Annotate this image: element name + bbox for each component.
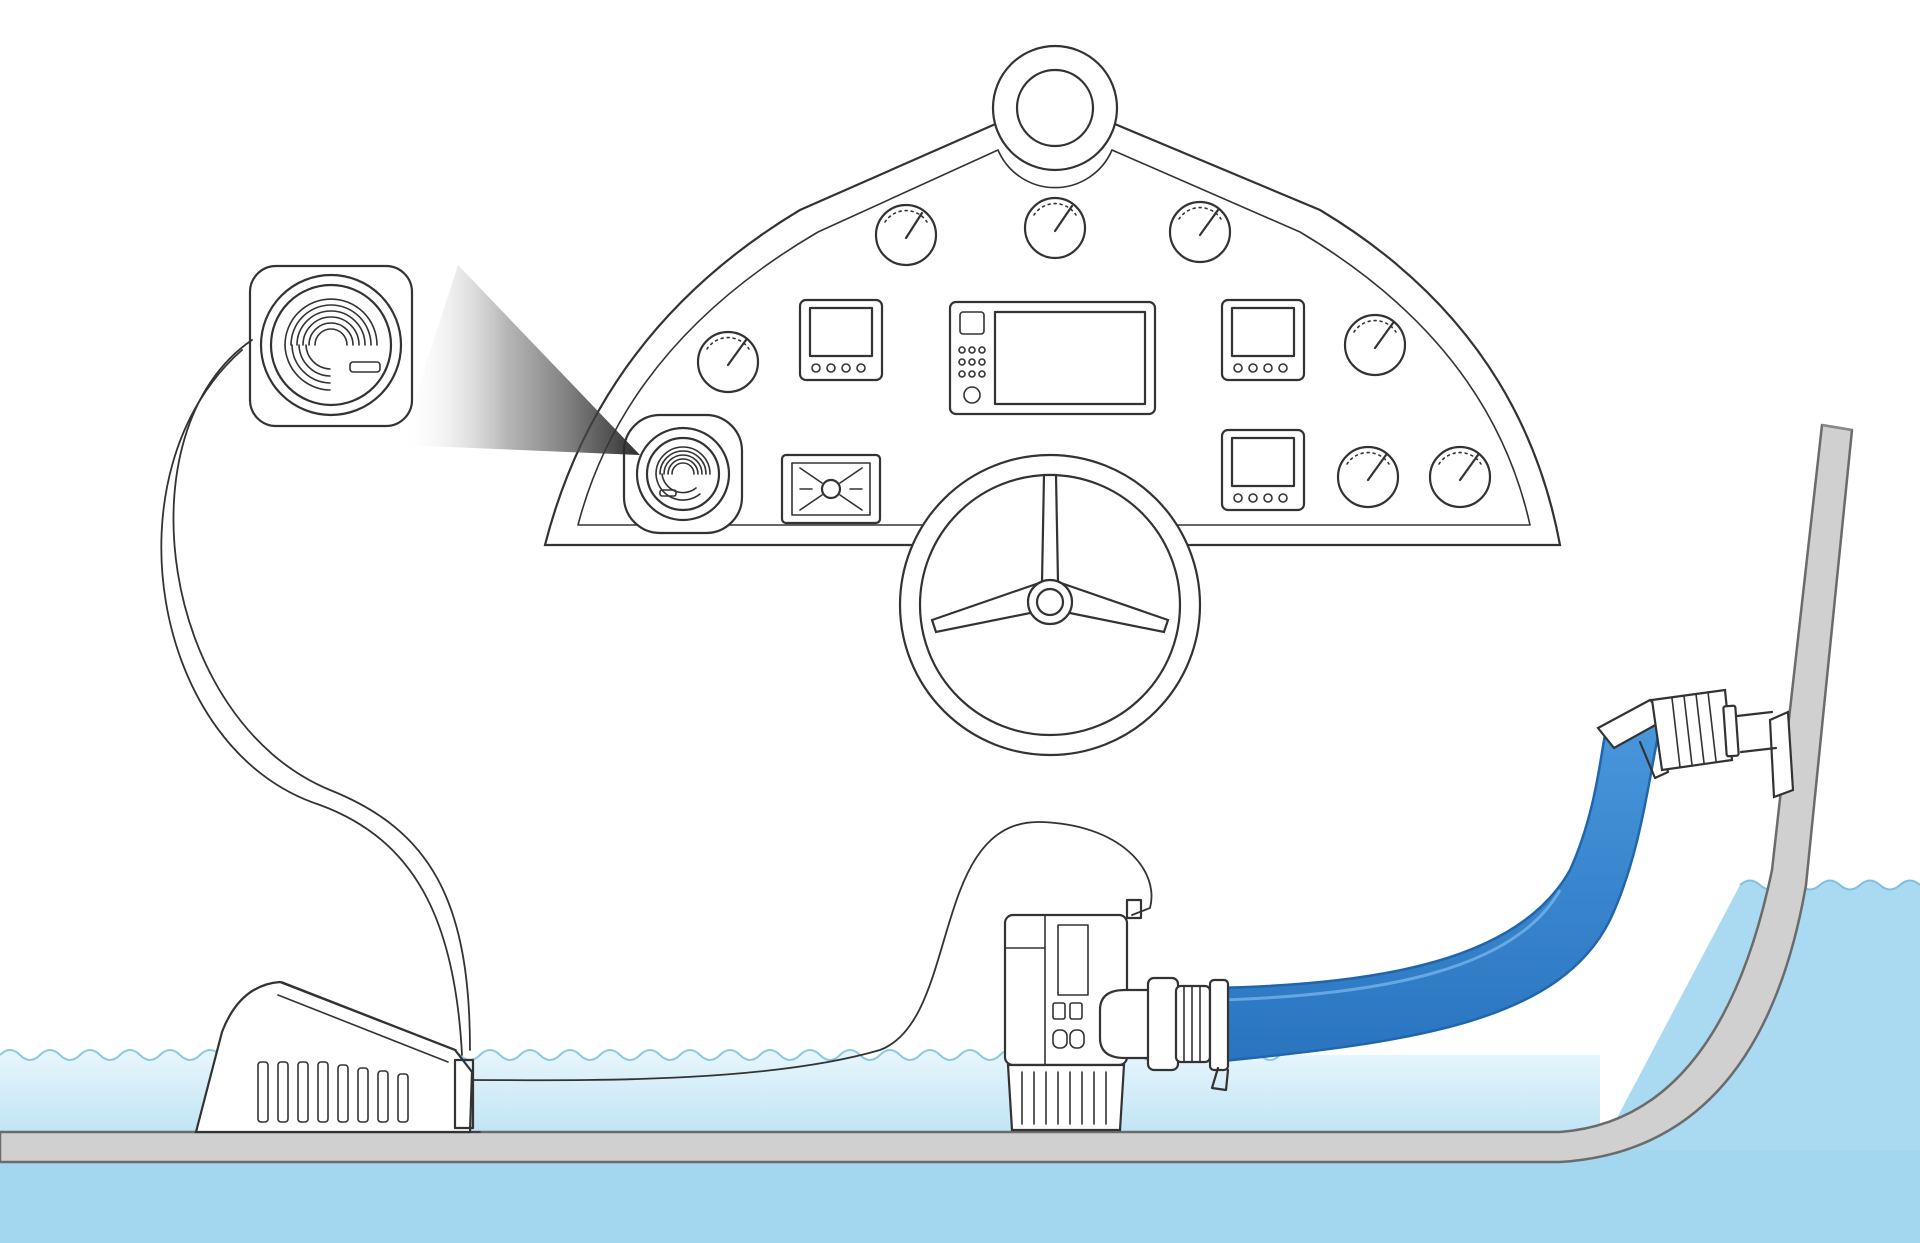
dashboard <box>543 44 1562 757</box>
hose-clamp-pump <box>1208 978 1230 1092</box>
dashboard-inner-outline <box>577 149 1531 526</box>
switch-callout <box>248 264 414 428</box>
wire-switch-to-float-2 <box>160 349 463 1056</box>
bilge-pump <box>1003 898 1212 1132</box>
gauge <box>696 330 760 394</box>
boat-hull <box>0 423 1854 1164</box>
hull-top-edge <box>1821 424 1853 431</box>
fan-control <box>780 453 882 525</box>
gauge <box>874 203 938 267</box>
wire-float-to-pump <box>469 821 1153 1082</box>
steering-wheel <box>898 453 1202 757</box>
hose-body <box>1210 703 1667 1064</box>
gauge <box>1336 445 1400 509</box>
display-unit <box>798 298 884 382</box>
horn-gauge-outer <box>991 44 1119 172</box>
gauges <box>696 196 1492 509</box>
gauge <box>1023 196 1087 260</box>
hose-highlight <box>1219 889 1562 1002</box>
gauge <box>1168 200 1232 264</box>
display-unit <box>1220 428 1306 512</box>
zoom-beam <box>400 265 640 455</box>
discharge-hose <box>1208 698 1670 1092</box>
deep-water <box>0 1150 1920 1243</box>
float-switch <box>194 980 481 1134</box>
chart-plotter <box>948 300 1157 416</box>
horn-gauge-inner <box>1015 68 1095 148</box>
bilge-switch-on-panel <box>622 413 744 535</box>
gauge <box>1343 313 1407 377</box>
wiring <box>160 339 1153 1082</box>
gauge <box>1428 445 1492 509</box>
thru-hull-fitting <box>1650 688 1795 799</box>
display-units <box>798 298 1306 512</box>
wire-switch-to-float <box>172 339 471 1051</box>
display-unit <box>1220 298 1306 382</box>
